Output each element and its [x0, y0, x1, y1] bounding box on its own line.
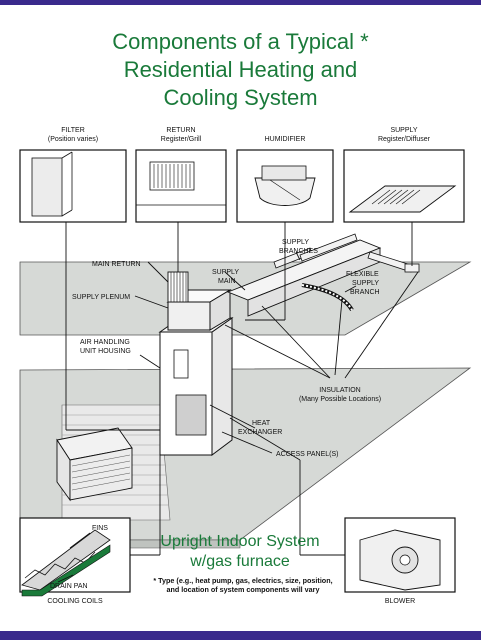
humidifier-inset — [236, 149, 334, 223]
supply-plenum-label: SUPPLY PLENUM — [72, 294, 130, 301]
supply-branches-label-2: BRANCHES — [279, 248, 318, 255]
subtitle-line-2: w/gas furnace — [190, 553, 290, 570]
humidifier-label: HUMIDIFIER — [265, 136, 306, 143]
footnote-line-2: and location of system components will v… — [166, 585, 320, 594]
title-line-2: Residential Heating and — [123, 57, 358, 82]
main-return-label: MAIN RETURN — [92, 261, 141, 268]
flexible-label-2: SUPPLY — [352, 280, 379, 287]
heat-exchanger-label-2: EXCHANGER — [238, 429, 282, 436]
filter-sublabel: (Position varies) — [48, 136, 98, 143]
cooling-coils-label: COOLING COILS — [47, 598, 103, 605]
footnote: * Type (e.g., heat pump, gas, electrics,… — [132, 576, 354, 594]
insulation-label-1: INSULATION — [319, 387, 361, 394]
return-sublabel: Register/Grill — [161, 136, 202, 143]
filter-label: FILTER — [61, 127, 85, 134]
diagram-title: Components of a Typical * Residential He… — [0, 28, 481, 112]
supply-branches-label-1: SUPPLY — [282, 239, 309, 246]
supply-main-label-2: MAIN — [218, 278, 236, 285]
air-handling-label-2: UNIT HOUSING — [80, 348, 131, 355]
cooling-coils-inset — [19, 517, 131, 597]
leader-lines — [57, 222, 419, 583]
main-return-duct — [167, 271, 189, 303]
access-panels-label: ACCESS PANEL(S) — [276, 451, 339, 458]
supply-diffuser-label: SUPPLY — [390, 127, 417, 134]
flexible-label-3: BRANCH — [350, 289, 380, 296]
supply-main-label-1: SUPPLY — [212, 269, 239, 276]
flexible-supply-branch — [301, 283, 354, 312]
bottom-border — [0, 631, 481, 640]
fins-label: FINS — [92, 525, 108, 532]
air-handling-label-1: AIR HANDLING — [80, 339, 130, 346]
supply-diffuser-inset — [343, 149, 465, 223]
return-label: RETURN — [166, 127, 195, 134]
subtitle-line-1: Upright Indoor System — [160, 533, 320, 550]
heat-exchanger-label-1: HEAT — [252, 420, 271, 427]
top-border — [0, 0, 481, 5]
blower-inset — [344, 517, 456, 593]
supply-diffuser-sublabel: Register/Diffuser — [378, 136, 431, 143]
title-line-1: Components of a Typical * — [112, 29, 369, 54]
outdoor-condenser-unit — [56, 427, 133, 502]
title-line-3: Cooling System — [163, 85, 318, 110]
air-handling-unit — [158, 317, 234, 456]
footnote-line-1: * Type (e.g., heat pump, gas, electrics,… — [153, 576, 333, 585]
flexible-label-1: FLEXIBLE — [346, 271, 379, 278]
insulation-label-2: (Many Possible Locations) — [299, 396, 381, 403]
drain-pan-label: DRAIN PAN — [50, 583, 88, 590]
supply-branch-ducts — [273, 233, 415, 273]
blower-label: BLOWER — [385, 598, 415, 605]
filter-inset — [19, 149, 127, 223]
return-grill-inset — [135, 149, 227, 223]
system-subtitle: Upright Indoor System w/gas furnace — [120, 532, 360, 572]
